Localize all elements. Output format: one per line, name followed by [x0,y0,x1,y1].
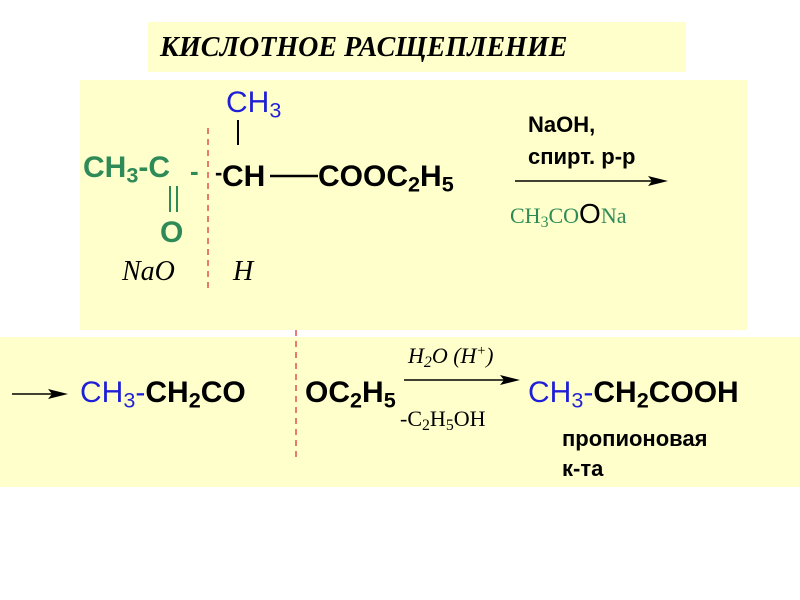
h-label: H [233,256,254,287]
nao-label: NaO [122,256,175,287]
ester-group: COOC2H5 [318,160,454,197]
ch3-substituent: CH3 [226,86,282,123]
reagent-line-2: спирт. р-р [528,144,636,169]
product-caption-line-2: к-та [562,456,604,481]
product-caption-line-1: пропионовая [562,426,708,451]
bond-dash-a: - [190,156,199,186]
hydrolysis-reagent: H2O (H+) [408,343,494,371]
diagram-title: КИСЛОТНОЕ РАСЩЕПЛЕНИЕ [160,32,568,63]
step1-panel [80,80,747,330]
propionic-acid: CH3-CH2COOH [528,376,739,413]
bond-dash-b: - [215,160,223,185]
ch-group: CH [222,160,266,193]
intermediate-ethoxy: OC2H5 [305,376,396,413]
reaction-arrow-2 [404,375,520,385]
ethanol-byproduct: -C2H5OH [400,406,486,434]
title-box [148,22,686,72]
acetyl-group: CH3-C [83,151,171,188]
intermediate-left: CH3-CH2CO [80,376,246,413]
continuation-arrow [12,389,68,399]
carbonyl-oxygen: O [160,216,184,249]
reagent-line-1: NaOH, [528,112,596,137]
step2-panel [0,337,800,487]
byproduct-sodium-acetate: CH3COONa [510,198,627,231]
reaction-arrow-1 [515,176,668,186]
